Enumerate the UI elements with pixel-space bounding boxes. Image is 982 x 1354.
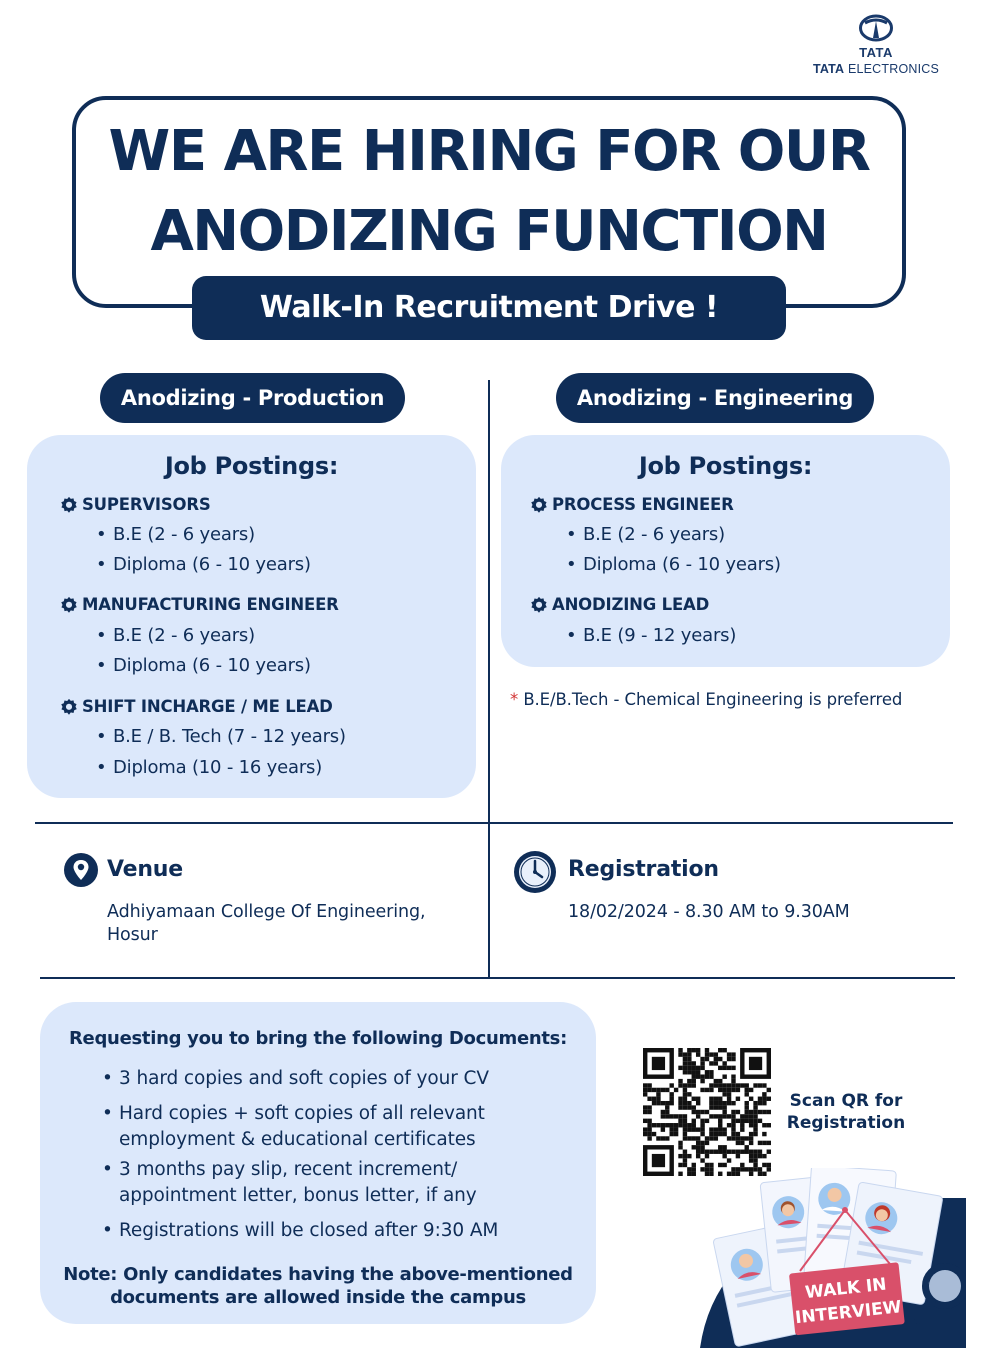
qr-finder-pattern [651, 1056, 666, 1071]
logo-brand: TATA [859, 45, 893, 60]
list-item: 3 months pay slip, recent increment/appo… [102, 1157, 477, 1209]
location-pin-icon [64, 853, 98, 887]
headline-line-1: WE ARE HIRING FOR OUR [108, 119, 871, 184]
list-item: 3 hard copies and soft copies of your CV [102, 1066, 489, 1092]
role-manufacturing-engineer: MANUFACTURING ENGINEER [60, 595, 339, 614]
documents-title: Requesting you to bring the following Do… [69, 1028, 567, 1049]
logo-company-name: TATA ELECTRONICS [812, 62, 940, 76]
list-item: B.E (2 - 6 years) [96, 524, 255, 545]
gear-icon [531, 496, 547, 513]
preference-note: * B.E/B.Tech - Chemical Engineering is p… [510, 690, 903, 709]
walk-in-sign: WALK IN INTERVIEW [789, 1262, 905, 1336]
qr-code[interactable] [643, 1048, 771, 1176]
production-panel-title: Job Postings: [164, 452, 339, 480]
role-shift-incharge: SHIFT INCHARGE / ME LEAD [60, 697, 333, 716]
role-process-engineer: PROCESS ENGINEER [530, 495, 734, 514]
list-item: Registrations will be closed after 9:30 … [102, 1218, 498, 1244]
venue-address-line-2: Hosur [107, 925, 158, 945]
list-item: Hard copies + soft copies of all relevan… [102, 1101, 485, 1153]
clock-icon [514, 851, 556, 893]
list-item: B.E / B. Tech (7 - 12 years) [96, 726, 346, 747]
vertical-divider [488, 380, 490, 978]
engineering-job-panel: Job Postings: PROCESS ENGINEER B.E (2 - … [501, 435, 950, 667]
qr-finder-pattern [651, 1153, 666, 1168]
registration-time: 18/02/2024 - 8.30 AM to 9.30AM [568, 902, 850, 922]
qr-finder-pattern [748, 1056, 763, 1071]
production-job-panel: Job Postings: SUPERVISORS B.E (2 - 6 yea… [27, 435, 476, 798]
tata-electronics-logo: TATA TATA ELECTRONICS [806, 14, 946, 78]
list-item: Diploma (6 - 10 years) [566, 554, 781, 575]
walk-in-illustration: WALK IN INTERVIEW [700, 1168, 966, 1348]
list-item: B.E (2 - 6 years) [96, 625, 255, 646]
gear-icon [531, 596, 547, 613]
documents-note: Note: Only candidates having the above-m… [63, 1264, 573, 1308]
headline-line-2: ANODIZING FUNCTION [150, 199, 829, 264]
venue-address-line-1: Adhiyamaan College Of Engineering, [107, 902, 426, 922]
role-supervisors: SUPERVISORS [60, 495, 211, 514]
horizontal-divider [40, 977, 955, 979]
gear-icon [61, 698, 77, 715]
venue-heading: Venue [107, 857, 183, 882]
walk-in-banner: Walk-In Recruitment Drive ! [192, 276, 786, 340]
gear-icon [61, 596, 77, 613]
registration-heading: Registration [568, 857, 719, 882]
tata-logo-icon [859, 14, 893, 42]
horizontal-divider [35, 822, 953, 824]
engineering-pill: Anodizing - Engineering [556, 373, 874, 423]
list-item: Diploma (10 - 16 years) [96, 757, 322, 778]
list-item: Diploma (6 - 10 years) [96, 554, 311, 575]
documents-panel: Requesting you to bring the following Do… [40, 1002, 596, 1324]
list-item: B.E (9 - 12 years) [566, 625, 736, 646]
engineering-panel-title: Job Postings: [638, 452, 813, 480]
role-anodizing-lead: ANODIZING LEAD [530, 595, 709, 614]
list-item: B.E (2 - 6 years) [566, 524, 725, 545]
gear-icon [61, 496, 77, 513]
list-item: Diploma (6 - 10 years) [96, 655, 311, 676]
production-pill: Anodizing - Production [100, 373, 405, 423]
